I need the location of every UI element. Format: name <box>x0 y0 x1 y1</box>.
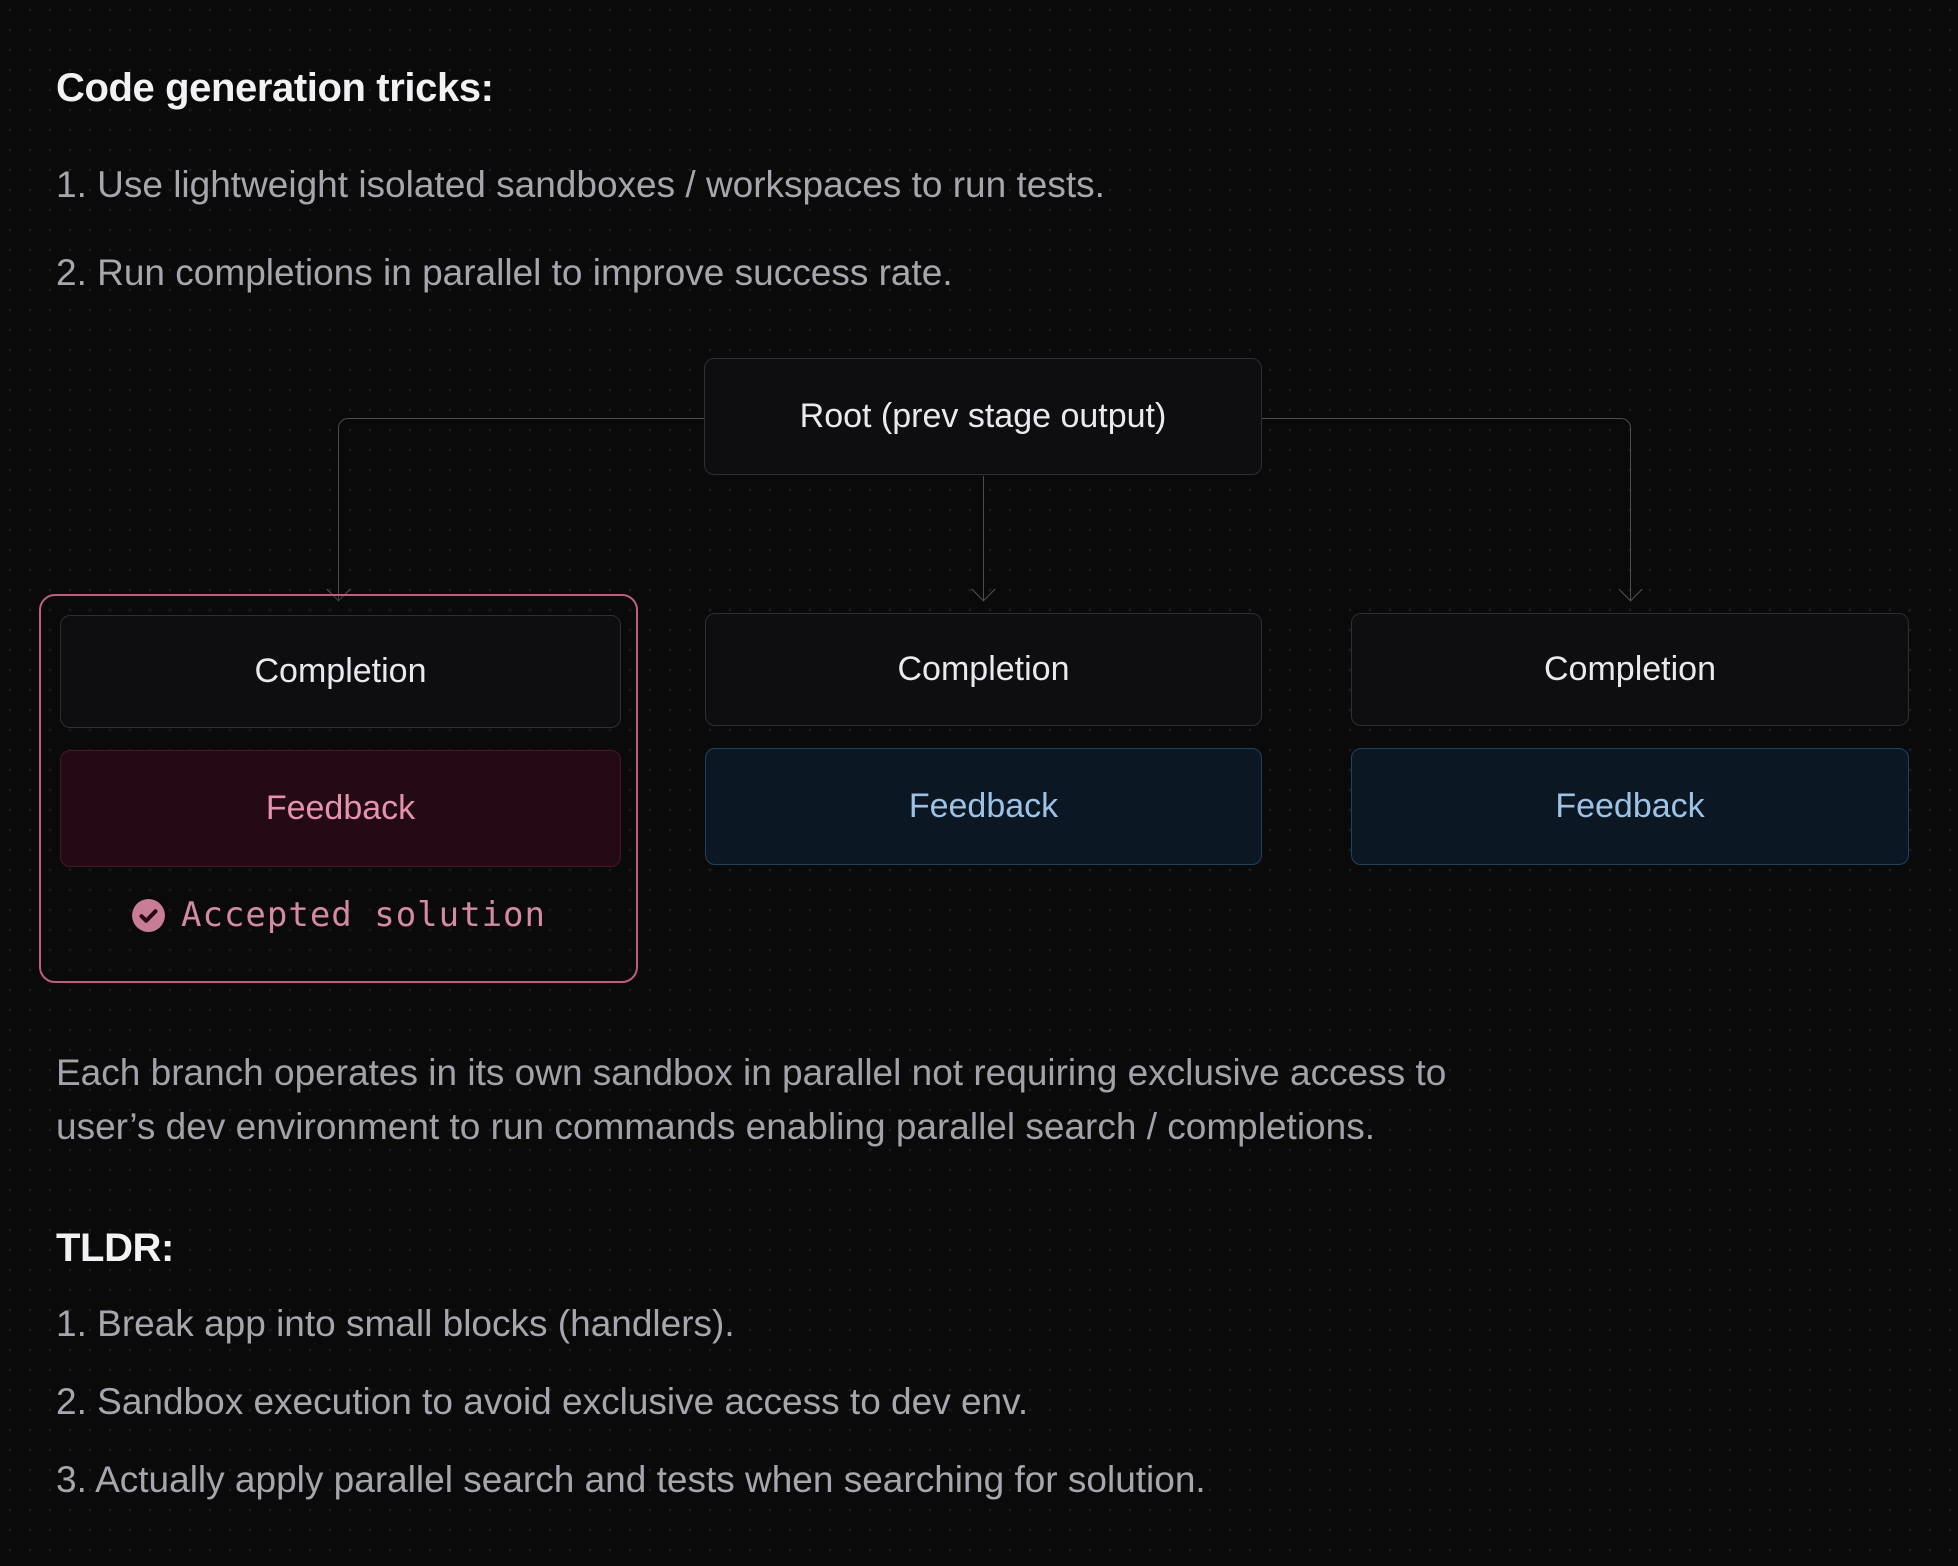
connector-root-to-middle <box>983 476 984 600</box>
completion-node-1-label: Completion <box>254 652 427 690</box>
accepted-solution-label: Accepted solution <box>181 895 546 935</box>
tldr-title: TLDR: <box>56 1226 174 1270</box>
feedback-node-1-label: Feedback <box>265 789 416 827</box>
arrowhead-down-middle-icon <box>971 577 996 602</box>
feedback-node-3: Feedback <box>1351 748 1909 865</box>
branch-paragraph-line-1: Each branch operates in its own sandbox … <box>56 1052 1447 1093</box>
connector-root-to-left <box>338 418 704 600</box>
completion-node-3: Completion <box>1351 613 1909 726</box>
tldr-list-item-2: 2. Sandbox execution to avoid exclusive … <box>56 1381 1029 1422</box>
branch-paragraph-line-2: user’s dev environment to run commands e… <box>56 1106 1375 1147</box>
feedback-node-2-label: Feedback <box>908 787 1059 825</box>
completion-node-3-label: Completion <box>1544 650 1716 688</box>
tree-diagram: Root (prev stage output) Completion Feed… <box>0 290 1958 1010</box>
feedback-node-2: Feedback <box>705 748 1262 865</box>
tldr-list-item-3: 3. Actually apply parallel search and te… <box>56 1459 1206 1500</box>
check-circle-icon <box>132 898 165 932</box>
completion-node-1: Completion <box>60 615 621 728</box>
intro-list-item-1: 1. Use lightweight isolated sandboxes / … <box>56 164 1105 205</box>
feedback-node-3-label: Feedback <box>1555 787 1705 825</box>
root-node: Root (prev stage output) <box>704 358 1262 475</box>
tldr-list-item-1: 1. Break app into small blocks (handlers… <box>56 1303 735 1344</box>
branch-accepted-wrapper: Completion Feedback Accepted solution <box>39 594 638 983</box>
feedback-node-1: Feedback <box>60 750 621 867</box>
connector-root-to-right <box>1262 418 1631 600</box>
completion-node-2-label: Completion <box>897 650 1070 688</box>
root-node-label: Root (prev stage output) <box>799 397 1167 435</box>
completion-node-2: Completion <box>705 613 1262 726</box>
intro-list-item-2: 2. Run completions in parallel to improv… <box>56 252 953 293</box>
accepted-solution-row: Accepted solution <box>41 889 636 941</box>
page-title: Code generation tricks: <box>56 66 494 110</box>
